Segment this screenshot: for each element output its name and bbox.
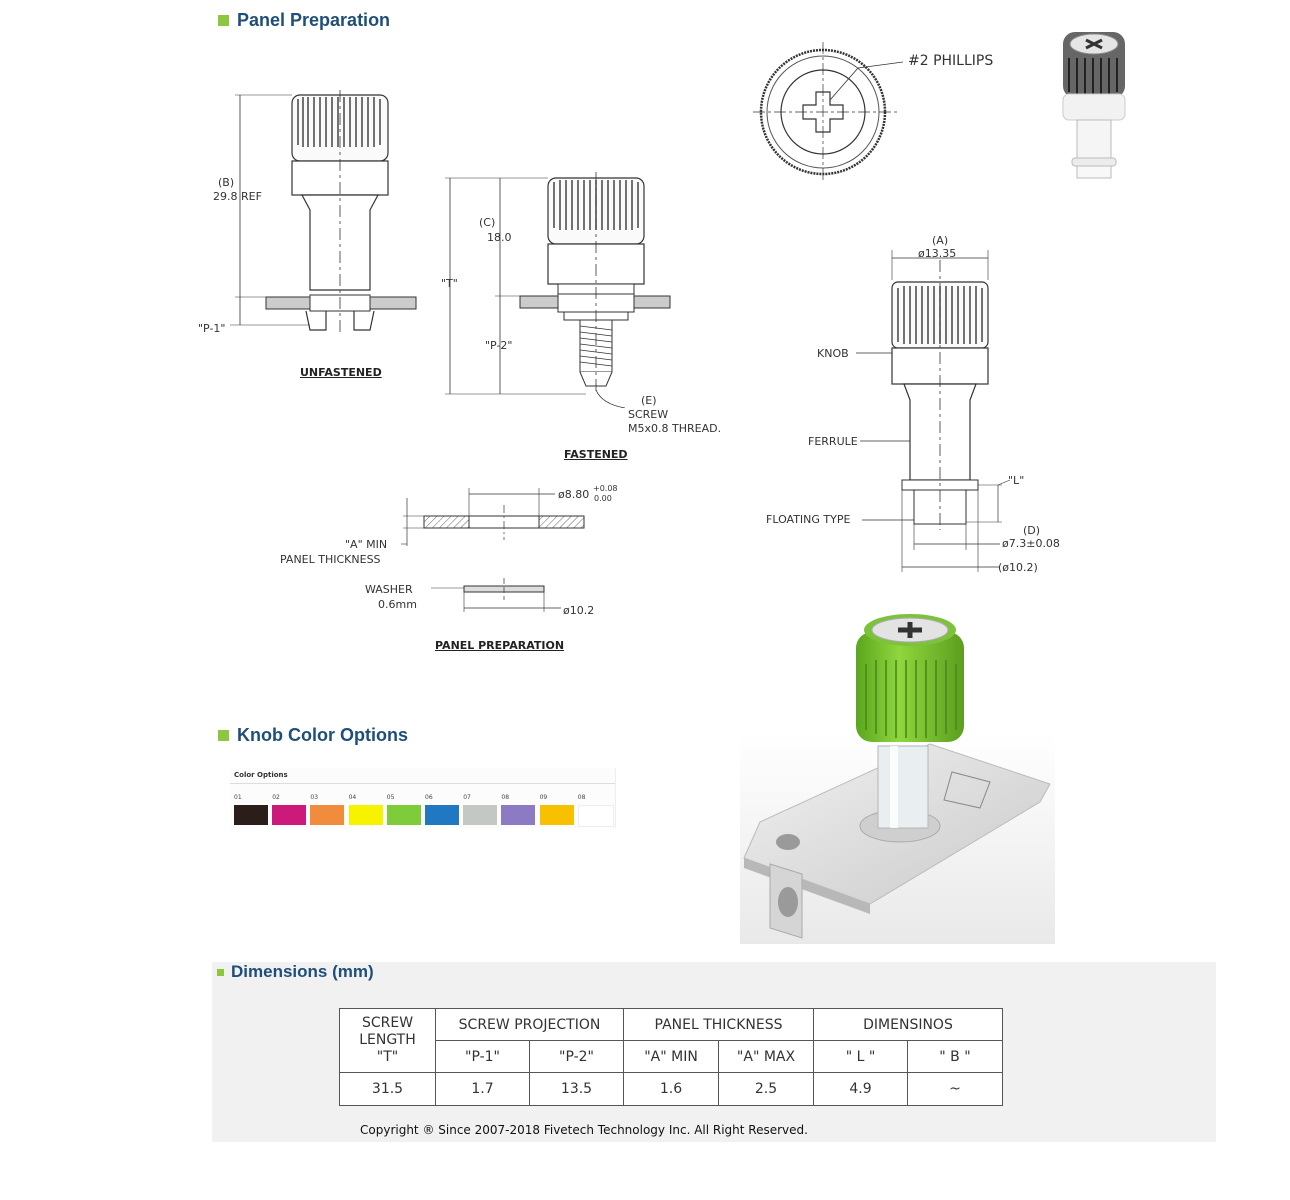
color-options-title: Color Options bbox=[234, 771, 288, 779]
copyright-text: Copyright ® Since 2007-2018 Fivetech Tec… bbox=[360, 1123, 808, 1137]
section-title-dimensions: Dimensions (mm) bbox=[217, 962, 374, 982]
swatch-number: 06 bbox=[425, 794, 433, 801]
section-title-knob-color-options: Knob Color Options bbox=[218, 725, 408, 746]
hole-diameter: ø8.80 bbox=[558, 488, 590, 501]
bullet-icon bbox=[218, 15, 229, 26]
panel-prep-caption: PANEL PREPARATION bbox=[435, 639, 565, 652]
floating-type-label: FLOATING TYPE bbox=[766, 513, 851, 526]
unfastened-caption: UNFASTENED bbox=[300, 366, 382, 379]
swatch-number: 05 bbox=[386, 794, 395, 801]
bullet-icon bbox=[218, 730, 229, 741]
c-value: 18.0 bbox=[487, 231, 512, 244]
section-title-text: Knob Color Options bbox=[237, 725, 408, 745]
header-t: "T" bbox=[376, 1049, 399, 1065]
header-panel-thickness: PANEL THICKNESS bbox=[623, 1008, 814, 1041]
side-view-drawing bbox=[856, 250, 1011, 572]
cell-p1: 1.7 bbox=[435, 1072, 530, 1106]
panel-prep-drawing bbox=[401, 488, 585, 612]
phillips-label: #2 PHILLIPS bbox=[908, 53, 994, 69]
header-screw-length: SCREW LENGTH "T" bbox=[339, 1008, 436, 1073]
color-swatch bbox=[272, 805, 307, 825]
swatch-number: 04 bbox=[348, 794, 357, 801]
a-value: ø13.35 bbox=[918, 247, 957, 260]
header-p2: "P-2" bbox=[529, 1040, 624, 1073]
d-value: ø7.3±0.08 bbox=[1002, 537, 1060, 550]
swatch-number: 03 bbox=[310, 794, 319, 801]
color-options-divider bbox=[230, 783, 615, 784]
fastened-drawing bbox=[445, 172, 671, 408]
a-min-label: "A" MIN bbox=[345, 538, 388, 551]
header-a-max: "A" MAX bbox=[718, 1040, 814, 1073]
washer-label: WASHER bbox=[365, 583, 413, 596]
knob-render-small bbox=[1062, 32, 1126, 179]
washer-thickness: 0.6mm bbox=[378, 598, 417, 611]
color-swatch bbox=[501, 805, 536, 825]
d-label: (D) bbox=[1023, 524, 1041, 537]
d2-value: (ø10.2) bbox=[998, 561, 1038, 574]
a-label: (A) bbox=[932, 234, 949, 247]
swatch-number: 07 bbox=[463, 794, 471, 801]
green-knob-photo bbox=[740, 614, 1055, 944]
cell-t: 31.5 bbox=[339, 1072, 436, 1106]
section-title-text: Panel Preparation bbox=[237, 10, 391, 30]
section-title-text: Dimensions (mm) bbox=[231, 962, 374, 981]
swatch-number: 01 bbox=[234, 794, 242, 801]
cell-p2: 13.5 bbox=[529, 1072, 624, 1106]
ferrule-label: FERRULE bbox=[808, 435, 858, 448]
thread-label: M5x0.8 THREAD. bbox=[628, 422, 722, 435]
header-dimensinos: DIMENSINOS bbox=[813, 1008, 1003, 1041]
color-swatch bbox=[234, 805, 268, 825]
b-value: 29.8 REF bbox=[213, 190, 262, 203]
swatch-number: 09 bbox=[539, 794, 548, 801]
swatch-number: 08 bbox=[577, 794, 586, 801]
swatch-number: 02 bbox=[272, 794, 280, 801]
panel-thickness-label: PANEL THICKNESS bbox=[280, 553, 381, 566]
b-label: (B) bbox=[218, 176, 235, 189]
e-label: (E) bbox=[641, 394, 657, 407]
p1-label: "P-1" bbox=[198, 322, 226, 335]
color-swatch bbox=[539, 805, 574, 825]
t-label: "T" bbox=[441, 277, 458, 290]
header-a-min: "A" MIN bbox=[623, 1040, 719, 1073]
unfastened-drawing bbox=[230, 90, 417, 335]
header-screw-length-text: SCREW LENGTH bbox=[359, 1015, 416, 1048]
swatch-number: 08 bbox=[501, 794, 510, 801]
header-p1: "P-1" bbox=[435, 1040, 530, 1073]
color-swatch bbox=[386, 805, 421, 825]
knob-label: KNOB bbox=[817, 347, 849, 360]
color-swatch bbox=[425, 805, 459, 825]
table-row: 31.5 1.7 13.5 1.6 2.5 4.9 ~ bbox=[339, 1072, 1003, 1106]
bullet-icon bbox=[217, 968, 224, 976]
section-title-panel-preparation: Panel Preparation bbox=[218, 10, 390, 31]
c-label: (C) bbox=[479, 216, 496, 229]
washer-diameter: ø10.2 bbox=[563, 604, 595, 617]
hole-tol-plus: +0.08 bbox=[593, 484, 618, 493]
p2-label: "P-2" bbox=[485, 339, 513, 352]
color-swatch bbox=[348, 805, 383, 825]
l-label: "L" bbox=[1008, 474, 1025, 487]
header-screw-projection: SCREW PROJECTION bbox=[435, 1008, 624, 1041]
cell-l: 4.9 bbox=[813, 1072, 908, 1106]
fastened-caption: FASTENED bbox=[564, 448, 628, 461]
cell-a-min: 1.6 bbox=[623, 1072, 719, 1106]
header-l: " L " bbox=[813, 1040, 908, 1073]
header-b: " B " bbox=[907, 1040, 1003, 1073]
color-swatch bbox=[310, 805, 345, 825]
color-swatch bbox=[463, 805, 498, 825]
top-view-drawing bbox=[753, 42, 904, 182]
dimensions-table: SCREW LENGTH "T" SCREW PROJECTION PANEL … bbox=[339, 1008, 1003, 1106]
screw-label: SCREW bbox=[628, 408, 669, 421]
cell-b: ~ bbox=[907, 1072, 1003, 1106]
cell-a-max: 2.5 bbox=[718, 1072, 814, 1106]
hole-tol-minus: 0.00 bbox=[594, 494, 612, 503]
color-swatch bbox=[577, 805, 614, 827]
